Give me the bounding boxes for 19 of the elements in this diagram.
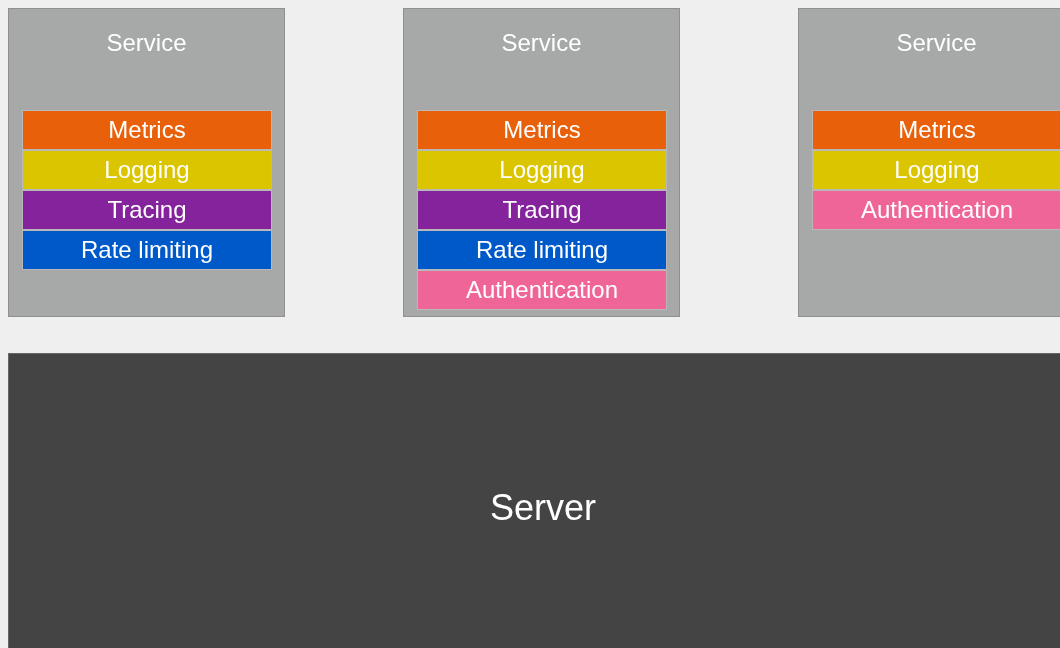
service-panel [798,8,1060,317]
layer-bar: Tracing [417,190,667,230]
server-block: Server [8,353,1060,648]
layer-bar: Authentication [417,270,667,310]
service-panel [403,8,680,317]
service-panel [8,8,285,317]
layer-bar: Tracing [22,190,272,230]
layer-bar: Metrics [812,110,1060,150]
layer-bar: Authentication [812,190,1060,230]
layer-bar: Metrics [22,110,272,150]
layer-bar: Logging [22,150,272,190]
panel-title: Service [895,29,978,57]
layer-bar: Logging [417,150,667,190]
layer-bar: Logging [812,150,1060,190]
panel-title: Service [105,29,188,57]
layer-bar: Metrics [417,110,667,150]
panel-title: Service [500,29,583,57]
layer-bar: Rate limiting [417,230,667,270]
layer-bar: Rate limiting [22,230,272,270]
